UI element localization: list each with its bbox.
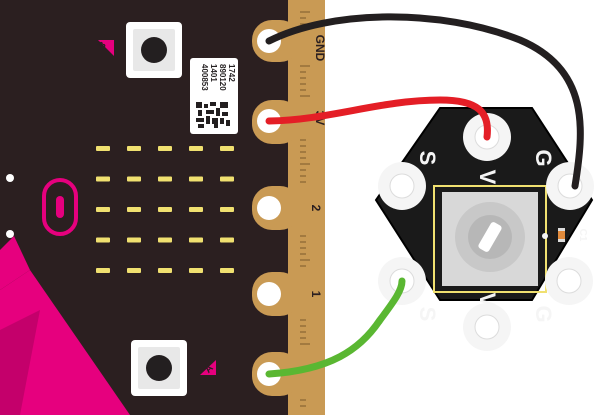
led-3-1	[127, 237, 141, 243]
led-0-0	[96, 146, 110, 151]
qr-line-4: 1742	[227, 64, 236, 82]
led-0-1	[127, 146, 141, 151]
qr-code	[196, 102, 230, 128]
led-1-4	[220, 176, 234, 182]
capacitor-cap-bottom	[558, 239, 565, 242]
module-label-v-bottom: V	[475, 293, 500, 308]
led-3-0	[96, 237, 110, 243]
led-2-3	[189, 207, 203, 212]
pink-decor-bottom	[0, 270, 130, 415]
module-label-g-bottom: G	[531, 305, 556, 322]
potentiometer-module: S S V V G G C1	[374, 107, 594, 351]
led-4-1	[127, 268, 141, 273]
wire-3v	[265, 96, 491, 141]
microbit-board: GND 3V 2 1 B A	[0, 0, 327, 415]
microbit-logo-inner	[56, 196, 64, 218]
led-0-4	[220, 146, 234, 151]
pin-2-label: 2	[309, 205, 323, 212]
pin-1	[252, 272, 300, 316]
led-0-2	[158, 146, 172, 151]
pin-2	[252, 186, 300, 230]
button-a	[131, 340, 187, 396]
module-label-s-top: S	[415, 151, 440, 166]
qr-line-3: 890120	[218, 64, 227, 91]
qr-sticker: 400853 1401 890120 1742	[190, 58, 238, 134]
led-1-3	[189, 176, 203, 182]
button-a-marker: A	[200, 360, 216, 376]
wire-signal	[265, 277, 406, 378]
led-1-0	[96, 176, 110, 182]
pin-1-hole	[257, 282, 281, 306]
led-3-3	[189, 237, 203, 243]
led-2-0	[96, 207, 110, 212]
side-dot-bottom	[6, 230, 14, 238]
capacitor	[558, 228, 565, 242]
capacitor-label: C1	[577, 229, 588, 242]
led-1-2	[158, 176, 172, 182]
pin-1-label: 1	[309, 291, 323, 298]
microbit-logo	[42, 178, 78, 236]
knob-slot	[478, 222, 502, 252]
pin-gnd-label: GND	[313, 35, 327, 62]
wires	[265, 13, 584, 378]
led-matrix	[96, 146, 234, 273]
pink-decor-top	[0, 236, 30, 290]
button-b-marker: B	[96, 40, 114, 56]
led-4-4	[220, 268, 234, 273]
led-2-2	[158, 207, 172, 212]
pink-decor-shade	[0, 310, 40, 415]
pin-2-hole	[257, 196, 281, 220]
led-4-2	[158, 268, 172, 273]
led-3-4	[220, 237, 234, 243]
led-2-4	[220, 207, 234, 212]
led-1-1	[127, 176, 141, 182]
led-2-1	[127, 207, 141, 212]
module-board-outline	[374, 107, 594, 301]
module-label-v-top: V	[475, 170, 500, 185]
module-label-g-top: G	[531, 149, 556, 166]
side-dot-top	[6, 174, 14, 182]
button-b	[126, 22, 182, 78]
knob-frame	[433, 185, 547, 293]
led-4-3	[189, 268, 203, 273]
led-4-0	[96, 268, 110, 273]
indicator-dot	[542, 233, 548, 239]
module-label-s-bottom: S	[415, 307, 440, 322]
edge-ruler-ticks	[300, 11, 310, 407]
qr-line-2: 1401	[209, 64, 218, 82]
led-3-2	[158, 237, 172, 243]
led-0-3	[189, 146, 203, 151]
capacitor-cap-top	[558, 228, 565, 231]
qr-line-1: 400853	[200, 64, 209, 91]
wire-gnd	[265, 13, 584, 190]
